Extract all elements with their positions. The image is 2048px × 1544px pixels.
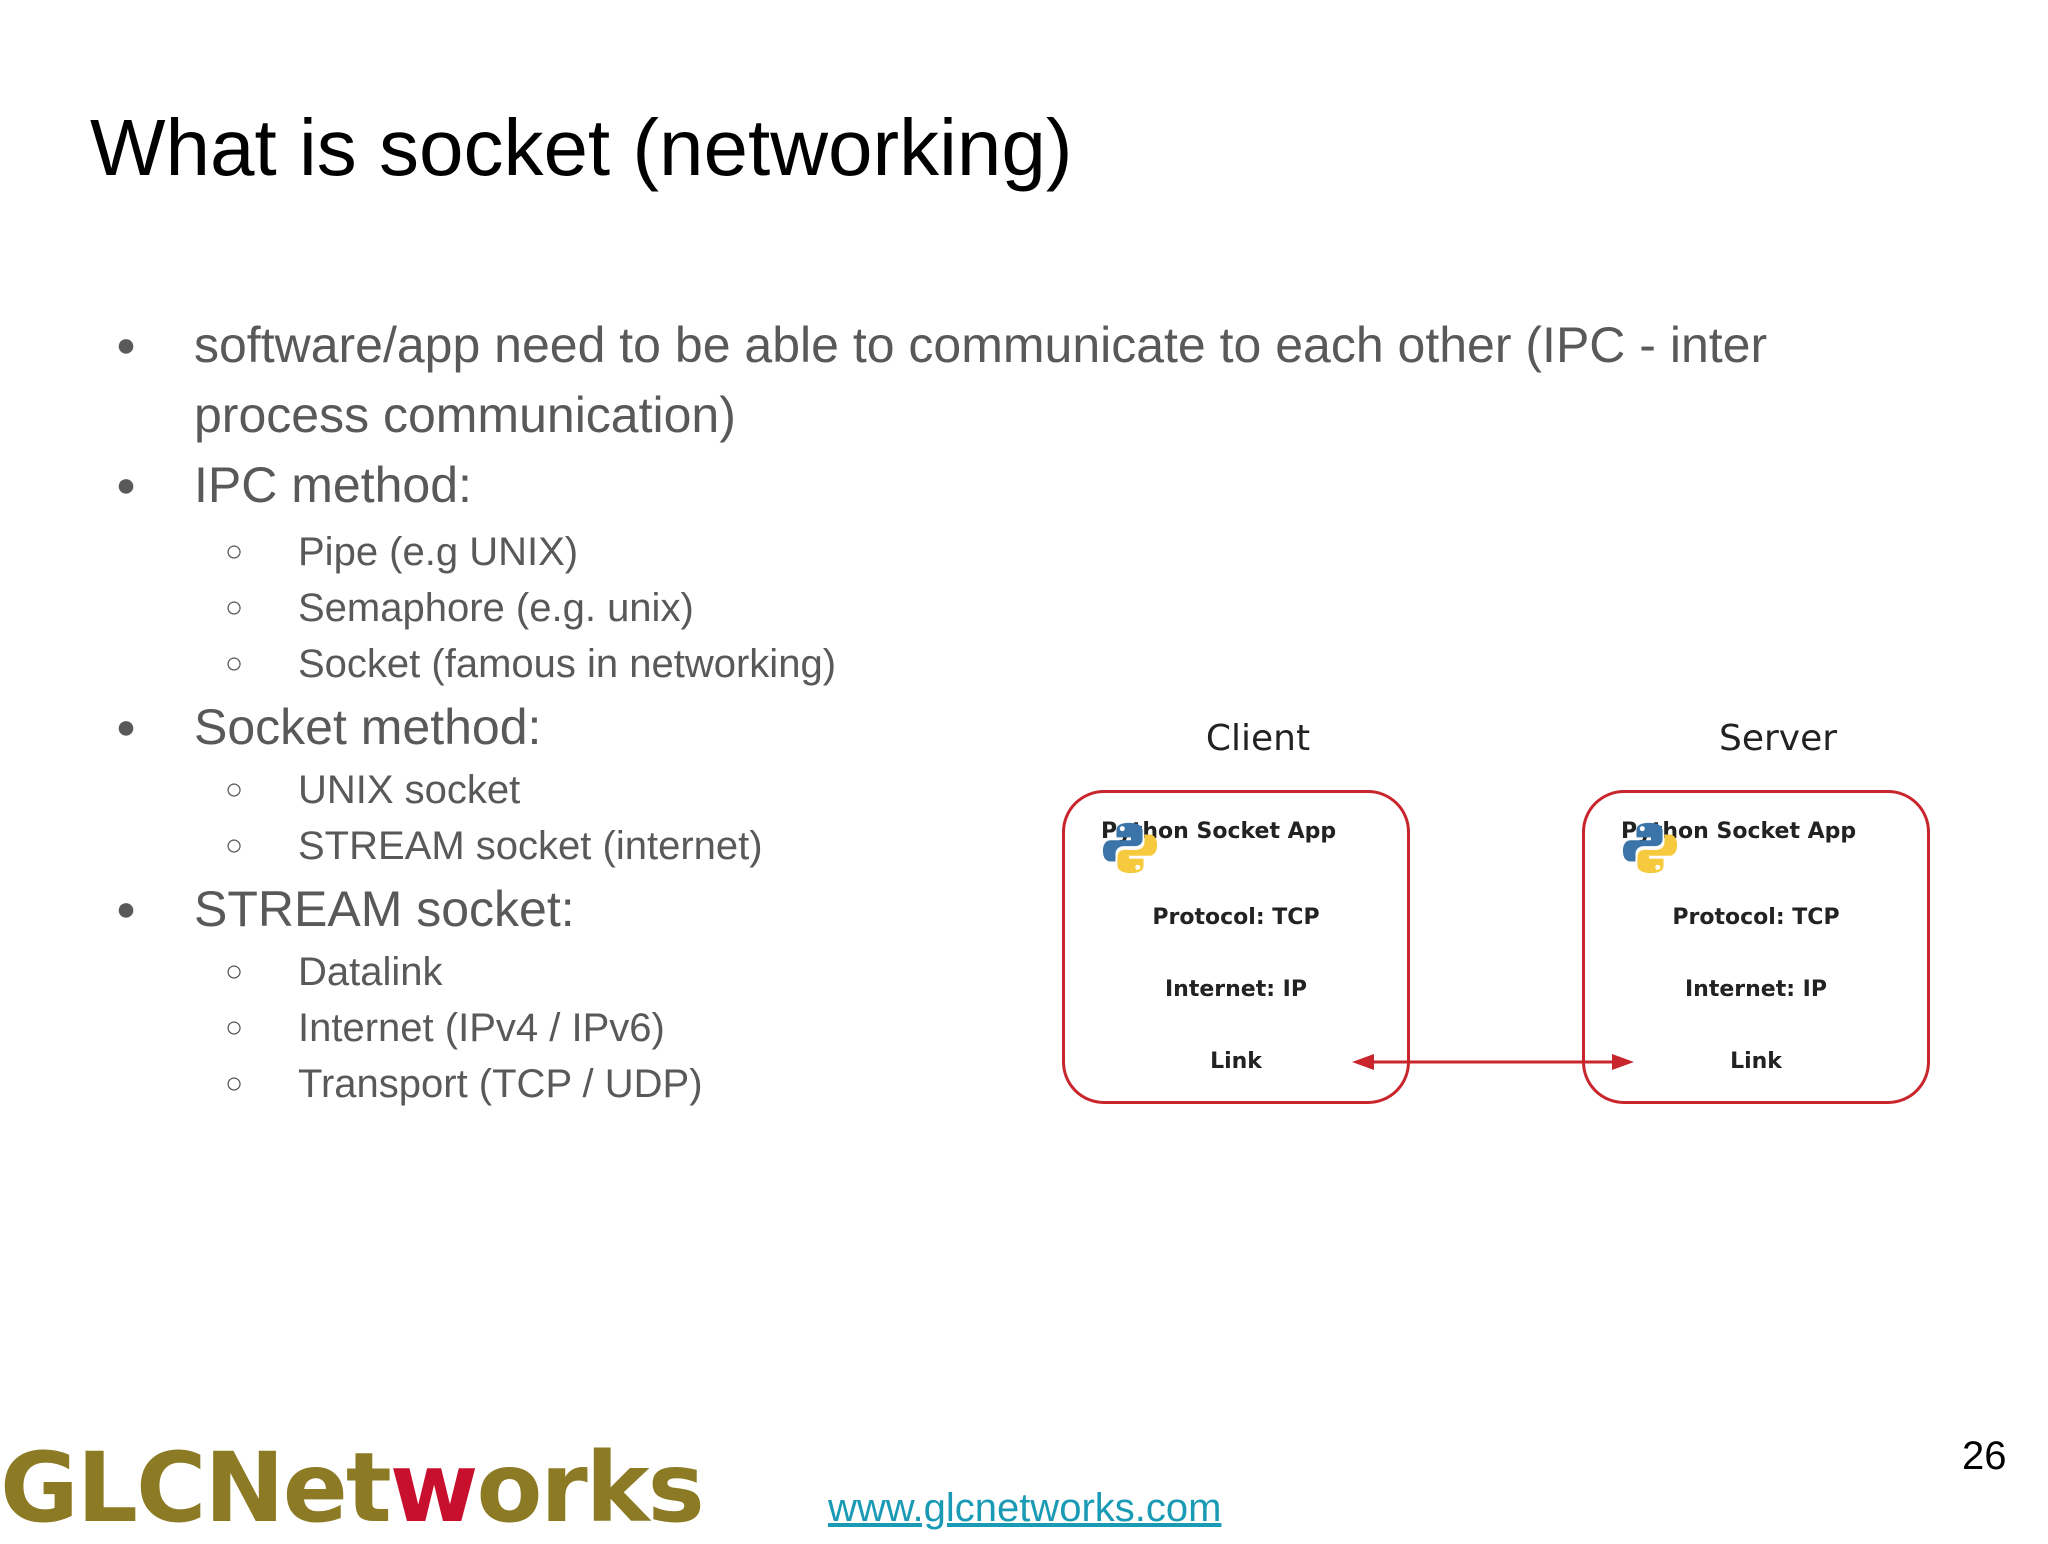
bullet-text: Pipe (e.g UNIX): [298, 530, 579, 574]
bullet-circle-icon: ○: [224, 1011, 244, 1044]
sub-bullet-item: ○ Pipe (e.g UNIX): [225, 524, 579, 580]
sub-bullet-item: ○ Internet (IPv4 / IPv6): [225, 1000, 665, 1056]
sub-bullet-item: ○ UNIX socket: [225, 762, 521, 818]
logo-text-part: orks: [476, 1432, 704, 1544]
server-title: Server: [1718, 718, 1838, 759]
sub-bullet-item: ○ Semaphore (e.g. unix): [225, 580, 694, 636]
bullet-item: ● software/app need to be able to commun…: [116, 310, 1768, 380]
bullet-circle-icon: ○: [224, 1067, 244, 1100]
arrow-left-head-icon: [1352, 1054, 1374, 1070]
bullet-circle-icon: ○: [224, 955, 244, 988]
bullet-text: STREAM socket (internet): [298, 824, 763, 868]
arrow-right-head-icon: [1612, 1054, 1634, 1070]
bullet-text: Semaphore (e.g. unix): [298, 586, 694, 630]
logo-text-part: w: [389, 1432, 479, 1544]
bullet-dot-icon: ●: [115, 466, 137, 504]
sub-bullet-item: ○ Datalink: [225, 944, 443, 1000]
server-link-layer: Link: [1730, 1049, 1782, 1074]
client-box: Python Socket App Protocol: TCP Internet…: [1062, 790, 1410, 1104]
bullet-text: Transport (TCP / UDP): [298, 1062, 703, 1106]
bullet-dot-icon: ●: [115, 708, 137, 746]
bullet-text: STREAM socket:: [194, 881, 575, 937]
bullet-dot-icon: ●: [115, 890, 137, 928]
client-protocol-layer: Protocol: TCP: [1152, 905, 1320, 930]
bullet-text: process communication): [194, 387, 736, 443]
bullet-circle-icon: ○: [224, 591, 244, 624]
server-app-row: Python Socket App: [1621, 819, 1856, 874]
bullet-text: UNIX socket: [298, 768, 521, 812]
bullet-item: ● IPC method:: [116, 450, 472, 520]
bullet-circle-icon: ○: [224, 647, 244, 680]
python-logo-icon: [1102, 822, 1158, 874]
bullet-circle-icon: ○: [224, 773, 244, 806]
bullet-text: Internet (IPv4 / IPv6): [298, 1006, 665, 1050]
bullet-item: ● Socket method:: [116, 692, 542, 762]
client-server-diagram: Client Server Python Socket App Protocol…: [1030, 700, 1990, 1140]
bullet-text: software/app need to be able to communic…: [194, 317, 1768, 373]
python-logo-icon: [1622, 822, 1678, 874]
client-internet-layer: Internet: IP: [1164, 977, 1307, 1002]
website-link[interactable]: www.glcnetworks.com: [828, 1486, 1222, 1530]
client-app-row: Python Socket App: [1101, 819, 1336, 874]
server-internet-layer: Internet: IP: [1684, 977, 1827, 1002]
client-title: Client: [1205, 718, 1311, 759]
logo-text-part: GLCNet: [0, 1432, 392, 1544]
link-arrow: [1352, 1054, 1634, 1070]
bullet-item-continuation: process communication): [194, 380, 736, 450]
sub-bullet-item: ○ Socket (famous in networking): [225, 636, 837, 692]
sub-bullet-item: ○ Transport (TCP / UDP): [225, 1056, 703, 1112]
client-link-layer: Link: [1210, 1049, 1262, 1074]
bullet-text: Socket method:: [194, 699, 542, 755]
page-number: 26: [1962, 1434, 2007, 1478]
bullet-circle-icon: ○: [224, 535, 244, 568]
server-protocol-layer: Protocol: TCP: [1672, 905, 1840, 930]
slide-title: What is socket (networking): [90, 103, 1073, 192]
sub-bullet-item: ○ STREAM socket (internet): [225, 818, 763, 874]
bullet-text: Socket (famous in networking): [298, 642, 837, 686]
bullet-item: ● STREAM socket:: [116, 874, 575, 944]
bullet-circle-icon: ○: [224, 829, 244, 862]
bullet-dot-icon: ●: [115, 326, 137, 364]
bullet-text: Datalink: [298, 950, 443, 994]
server-box: Python Socket App Protocol: TCP Internet…: [1582, 790, 1930, 1104]
glcnetworks-logo: GLCNetworks: [0, 1440, 705, 1536]
bullet-text: IPC method:: [194, 457, 472, 513]
